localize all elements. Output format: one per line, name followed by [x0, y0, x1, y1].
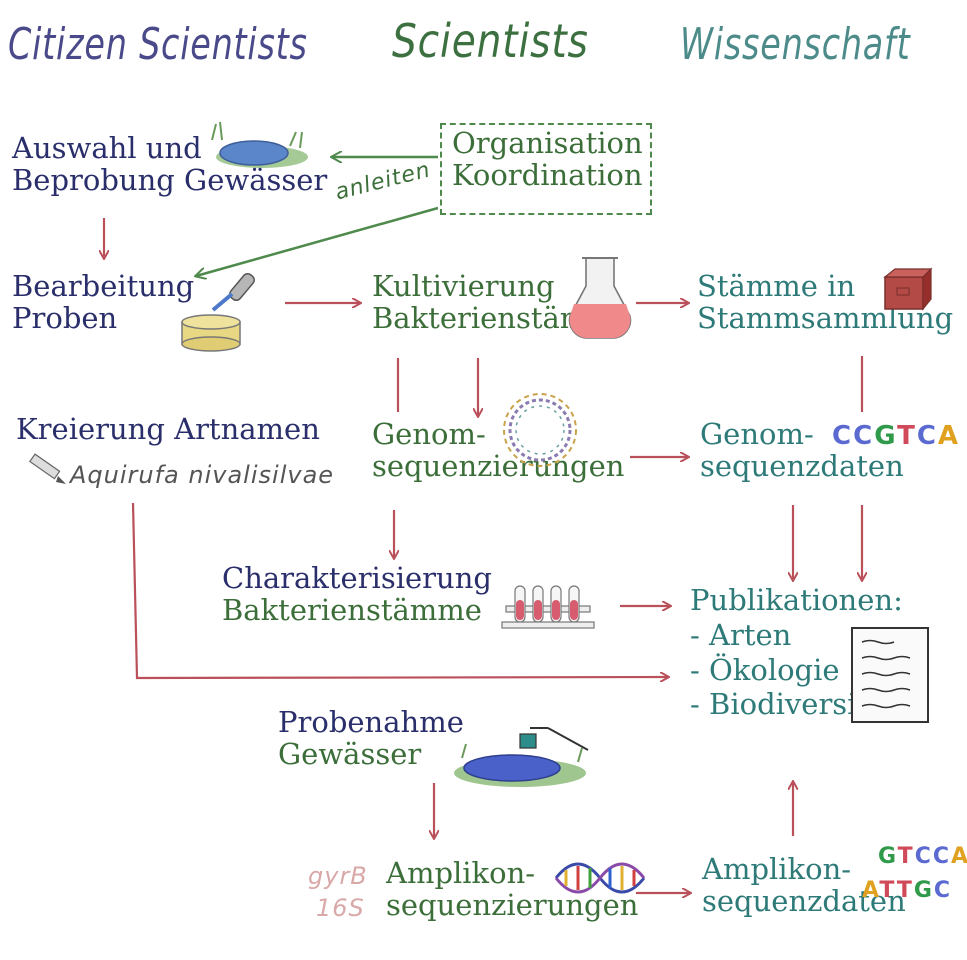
- arrow-kreierung-to-publikationen: [131, 502, 668, 678]
- node-genom-sequenzierungen: Genom- sequenzierungen: [372, 418, 624, 483]
- amplikonseq-line1: Amplikon-: [386, 856, 536, 890]
- charakterisierung-line1: Charakterisierung: [222, 561, 492, 595]
- species-name: Aquirufa nivalisilvae: [70, 461, 335, 489]
- kultivierung-line1: Kultivierung: [372, 269, 555, 303]
- node-probenahme: Probenahme Gewässer: [278, 706, 464, 771]
- genomseq-line2: sequenzierungen: [372, 449, 625, 484]
- organisation-box: Organisation Koordination: [440, 123, 652, 215]
- genomseq-line1: Genom-: [372, 417, 486, 451]
- node-charakterisierung: Charakterisierung Bakterienstämme: [222, 562, 492, 627]
- amplikondaten-line2: sequenzdaten: [702, 884, 906, 919]
- node-amplikon-sequenzdaten: Amplikon- sequenzdaten: [702, 853, 906, 918]
- 16s-label: 16S: [316, 894, 365, 923]
- pipette-icon: [211, 272, 255, 312]
- gyrb-label: gyrB: [308, 862, 368, 890]
- bearbeitung-line2: Proben: [12, 301, 118, 336]
- header-scientists: Scientists: [392, 14, 589, 68]
- pencil-icon: [29, 453, 66, 484]
- amplikonseq-line2: sequenzierungen: [386, 888, 639, 923]
- genom-sequence-text: CCGTCA: [832, 421, 961, 451]
- node-auswahl-beprobung: Auswahl und Beprobung Gewässer: [12, 132, 327, 197]
- publikationen-oekologie: - Ökologie: [690, 652, 840, 687]
- petri-dish-icon: [181, 314, 241, 352]
- amplikon-sequence-code: GTCCA ATTGC: [862, 840, 967, 908]
- header-wissenschaft: Wissenschaft: [680, 19, 911, 70]
- sampling-pond-icon: [454, 727, 589, 787]
- publikationen-arten: - Arten: [690, 617, 792, 652]
- amplikondaten-line1: Amplikon-: [702, 852, 852, 886]
- storage-box-icon: [883, 267, 933, 311]
- amplikon-code-1: GTCCA: [878, 844, 967, 869]
- document-icon: [851, 627, 929, 723]
- node-genom-sequenzdaten: Genom- sequenzdaten: [700, 418, 904, 483]
- test-tubes-icon: [501, 585, 595, 629]
- gene-markers: gyrB 16S: [302, 860, 368, 925]
- node-publikationen: Publikationen: - Arten - Ökologie - Biod…: [690, 583, 903, 722]
- staemme-line1: Stämme in: [697, 269, 856, 303]
- pond-icon: [211, 121, 308, 168]
- arrows-red: [104, 218, 862, 893]
- auswahl-line1: Auswahl und: [12, 131, 202, 165]
- header-citizen-scientists: Citizen Scientists: [8, 19, 308, 70]
- genomdaten-line2: sequenzdaten: [700, 449, 904, 484]
- auswahl-line2: Beprobung Gewässer: [12, 163, 328, 198]
- organisation-label: Organisation: [452, 126, 643, 160]
- node-amplikon-sequenzierungen: Amplikon- sequenzierungen: [386, 857, 638, 922]
- dna-helix-icon: [554, 862, 646, 894]
- flask-icon: [568, 257, 632, 339]
- plasmid-icon: [503, 393, 577, 467]
- arrow-organisation-to-bearbeitung: [196, 206, 439, 276]
- genomdaten-line1: Genom-: [700, 417, 814, 451]
- charakterisierung-line2: Bakterienstämme: [222, 593, 482, 628]
- publikationen-title: Publikationen:: [690, 583, 903, 617]
- node-kreierung-artnamen: Kreierung Artnamen: [16, 412, 320, 446]
- genom-sequence-code: CCGTCA: [832, 421, 961, 451]
- amplikon-code-2: ATTGC: [862, 878, 953, 904]
- probenahme-line2: Gewässer: [278, 737, 422, 772]
- koordination-label: Koordination: [452, 158, 643, 193]
- probenahme-line1: Probenahme: [278, 705, 464, 739]
- node-bearbeitung-proben: Bearbeitung Proben: [12, 270, 194, 335]
- bearbeitung-line1: Bearbeitung: [12, 269, 195, 303]
- arrows-green: [196, 157, 439, 276]
